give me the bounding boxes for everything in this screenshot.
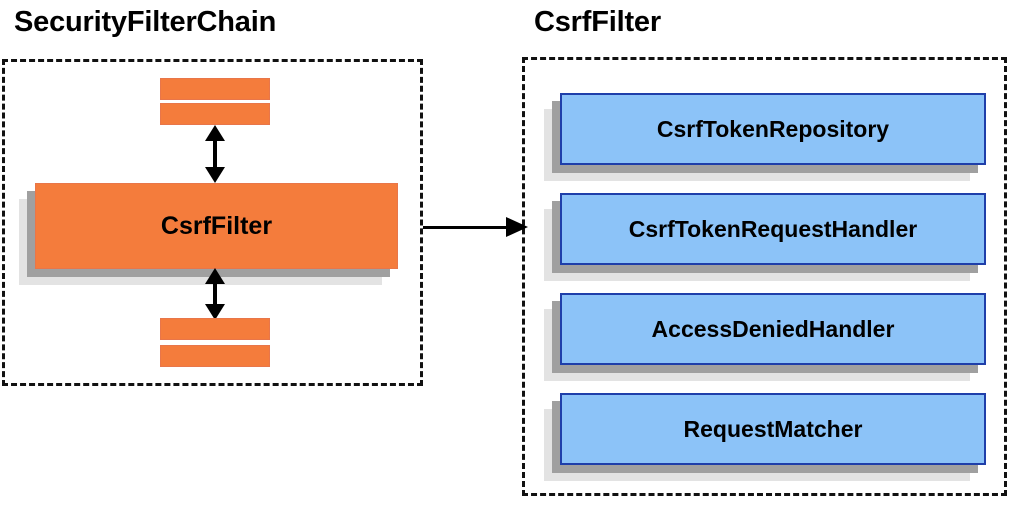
filter-placeholder-bar-above-1 — [160, 78, 270, 100]
arrow-shaft — [213, 281, 217, 307]
filter-placeholder-bar-above-2 — [160, 103, 270, 125]
card-face: CsrfTokenRepository — [560, 93, 986, 165]
csrf-filter-container — [522, 57, 1007, 496]
card-face: RequestMatcher — [560, 393, 986, 465]
collaborator-card-access-denied-handler[interactable]: AccessDeniedHandler — [544, 293, 986, 381]
collaborator-card-label: RequestMatcher — [683, 415, 863, 442]
arrow-head-down-icon — [205, 304, 225, 320]
expand-to-detail-arrow — [423, 217, 528, 237]
collaborator-card-label: CsrfTokenRequestHandler — [628, 215, 918, 242]
arrow-shaft — [423, 226, 509, 229]
collaborator-card-request-matcher[interactable]: RequestMatcher — [544, 393, 986, 481]
collaborator-card-label: CsrfTokenRepository — [656, 115, 890, 142]
arrow-head-right-icon — [506, 217, 528, 237]
arrow-head-down-icon — [205, 167, 225, 183]
chain-link-arrow-below — [205, 268, 225, 320]
arrow-shaft — [213, 138, 217, 170]
chain-link-arrow-above — [205, 125, 225, 183]
page-title-csrf-filter: CsrfFilter — [534, 6, 661, 38]
filter-placeholder-bar-below-1 — [160, 318, 270, 340]
card-face: CsrfFilter — [35, 183, 398, 269]
csrf-filter-card-label: CsrfFilter — [160, 211, 273, 240]
csrf-filter-card[interactable]: CsrfFilter — [19, 183, 398, 285]
arrow-head-up-icon — [205, 268, 225, 284]
collaborator-card-csrf-token-request-handler[interactable]: CsrfTokenRequestHandler — [544, 193, 986, 281]
arrow-head-up-icon — [205, 125, 225, 141]
security-filter-chain-container — [2, 59, 423, 386]
collaborator-card-label: AccessDeniedHandler — [651, 315, 895, 342]
filter-placeholder-bar-below-2 — [160, 345, 270, 367]
card-face: AccessDeniedHandler — [560, 293, 986, 365]
page-title-security-filter-chain: SecurityFilterChain — [14, 6, 277, 38]
card-face: CsrfTokenRequestHandler — [560, 193, 986, 265]
collaborator-card-csrf-token-repository[interactable]: CsrfTokenRepository — [544, 93, 986, 181]
